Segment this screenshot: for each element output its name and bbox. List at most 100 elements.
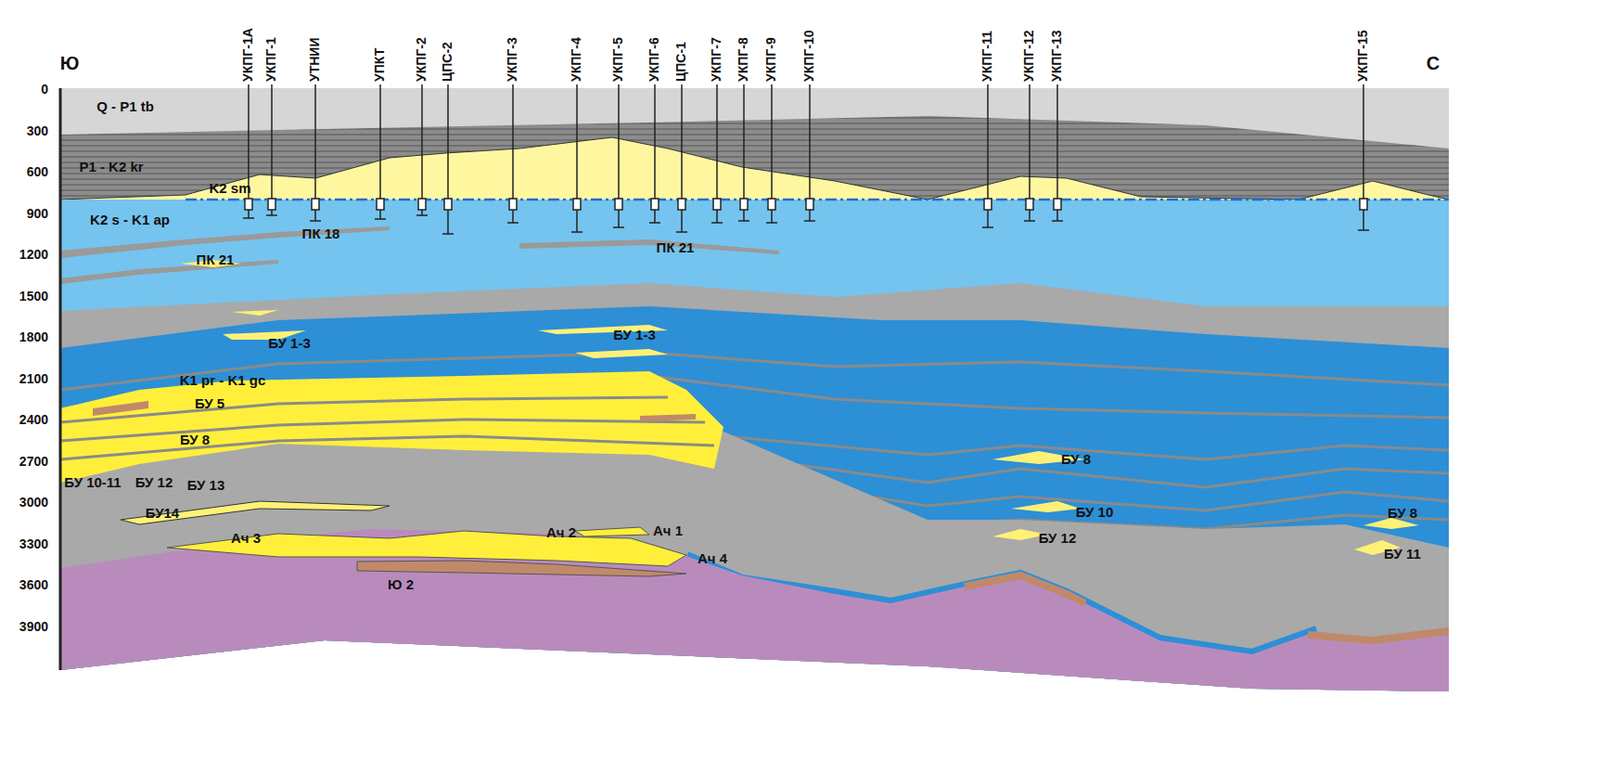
well-mark — [766, 221, 778, 224]
well-mark — [713, 198, 721, 210]
well-mark — [613, 226, 625, 229]
depth-tick: 1200 — [19, 247, 49, 262]
formation-label: Ач 3 — [230, 530, 261, 547]
formation-label: БУ 8 — [179, 432, 210, 448]
formation-label: БУ 10 — [1075, 504, 1114, 521]
formation-label: ПК 21 — [196, 252, 235, 269]
well-mark — [738, 219, 750, 222]
well-mark — [243, 217, 255, 219]
formation-label: K1 pr - K1 gc — [179, 372, 267, 389]
gray-layer — [60, 282, 1449, 762]
q-layer — [60, 88, 1449, 762]
depth-tick: 900 — [26, 206, 49, 221]
well-mark — [444, 198, 452, 210]
well-mark — [806, 198, 814, 210]
well-name: УКПГ-12 — [1022, 30, 1037, 83]
formation-label: БУ 12 — [1038, 530, 1077, 547]
formation-label: БУ 8 — [1061, 451, 1091, 468]
well-mark — [1359, 198, 1368, 210]
well-mark — [268, 198, 276, 210]
well-name: УКПГ-10 — [802, 30, 817, 83]
well-name: УКПГ-3 — [505, 37, 520, 82]
well-name: УКПГ-4 — [569, 37, 584, 82]
well-mark — [311, 198, 320, 210]
formation-label: БУ 5 — [194, 396, 225, 412]
blue-layer — [60, 306, 1449, 762]
well-mark — [416, 214, 428, 217]
depth-tick: 1500 — [19, 289, 49, 304]
depth-tick: 600 — [26, 165, 49, 180]
depth-tick: 2100 — [19, 371, 49, 386]
well-mark — [244, 198, 253, 210]
well-name: ЦПС-2 — [440, 41, 455, 82]
well-mark — [768, 198, 776, 210]
well-name: УКПГ-13 — [1049, 30, 1064, 83]
depth-tick: 3600 — [19, 577, 49, 592]
well-mark — [376, 198, 384, 210]
depth-tick: 2700 — [19, 454, 49, 469]
formation-label: Ач 1 — [652, 523, 683, 539]
well-mark — [1053, 198, 1062, 210]
depth-tick: 3300 — [19, 537, 49, 551]
well-mark — [509, 198, 517, 210]
formation-label: БУ 12 — [135, 474, 174, 491]
formation-label: Ю 2 — [387, 576, 414, 593]
direction-mark: С — [1426, 52, 1440, 74]
well-name: УКПГ-2 — [414, 37, 429, 82]
well-mark — [309, 219, 321, 222]
formation-label: P1 - K2 kr — [78, 159, 143, 176]
well-mark — [447, 84, 449, 234]
well-mark — [1025, 198, 1034, 210]
depth-tick: 1800 — [19, 330, 49, 345]
formation-label: БУ 8 — [1387, 505, 1418, 522]
sand — [60, 371, 724, 483]
depth-tick: 3000 — [19, 495, 49, 510]
well-mark — [740, 198, 748, 210]
well-mark — [804, 219, 816, 222]
lens — [60, 259, 279, 284]
formation-label: БУ 10-11 — [64, 474, 121, 491]
well-name: УКПГ-6 — [647, 37, 662, 82]
well-name: УКПГ-9 — [764, 37, 779, 82]
well-mark — [421, 84, 423, 216]
well-mark — [442, 232, 454, 235]
well-name: УКПГ-5 — [611, 37, 626, 82]
well-mark — [649, 221, 661, 224]
well-mark — [418, 198, 426, 210]
well-mark — [711, 221, 723, 224]
formation-label: БУ14 — [145, 505, 180, 522]
well-mark — [676, 230, 688, 233]
formation-label: Q - P1 tb — [96, 99, 154, 116]
formation-label: БУ 11 — [1383, 546, 1421, 563]
formation-label: K2 s - K1 ap — [89, 212, 170, 229]
well-mark — [984, 198, 992, 210]
well-name: УТНИИ — [307, 38, 322, 83]
well-name: УПКТ — [372, 48, 387, 82]
depth-tick: 3900 — [19, 619, 49, 634]
well-mark — [270, 84, 273, 216]
well-mark — [651, 198, 659, 210]
well-mark — [982, 226, 994, 229]
formation-label: БУ 13 — [187, 477, 226, 494]
well-mark — [571, 230, 583, 233]
well-mark — [1024, 219, 1036, 222]
ap-layer — [60, 199, 1449, 762]
formation-label: ПК 21 — [656, 240, 695, 256]
well-mark — [374, 217, 386, 220]
well-mark — [266, 214, 278, 217]
depth-tick: 0 — [40, 82, 49, 97]
well-mark — [507, 221, 519, 224]
well-mark — [573, 198, 581, 210]
well-name: УКПГ-7 — [709, 37, 724, 82]
well-mark — [614, 198, 623, 210]
formation-label: БУ 1-3 — [268, 335, 311, 352]
depth-tick: 300 — [26, 124, 49, 139]
direction-mark: Ю — [60, 52, 80, 74]
formation-label: ПК 18 — [302, 226, 341, 243]
well-mark — [1357, 229, 1370, 231]
well-name: ЦПС-1 — [674, 41, 689, 82]
formation-label: Ач 2 — [546, 524, 576, 541]
basement — [60, 528, 1449, 762]
formation-label: Ач 4 — [697, 550, 728, 567]
